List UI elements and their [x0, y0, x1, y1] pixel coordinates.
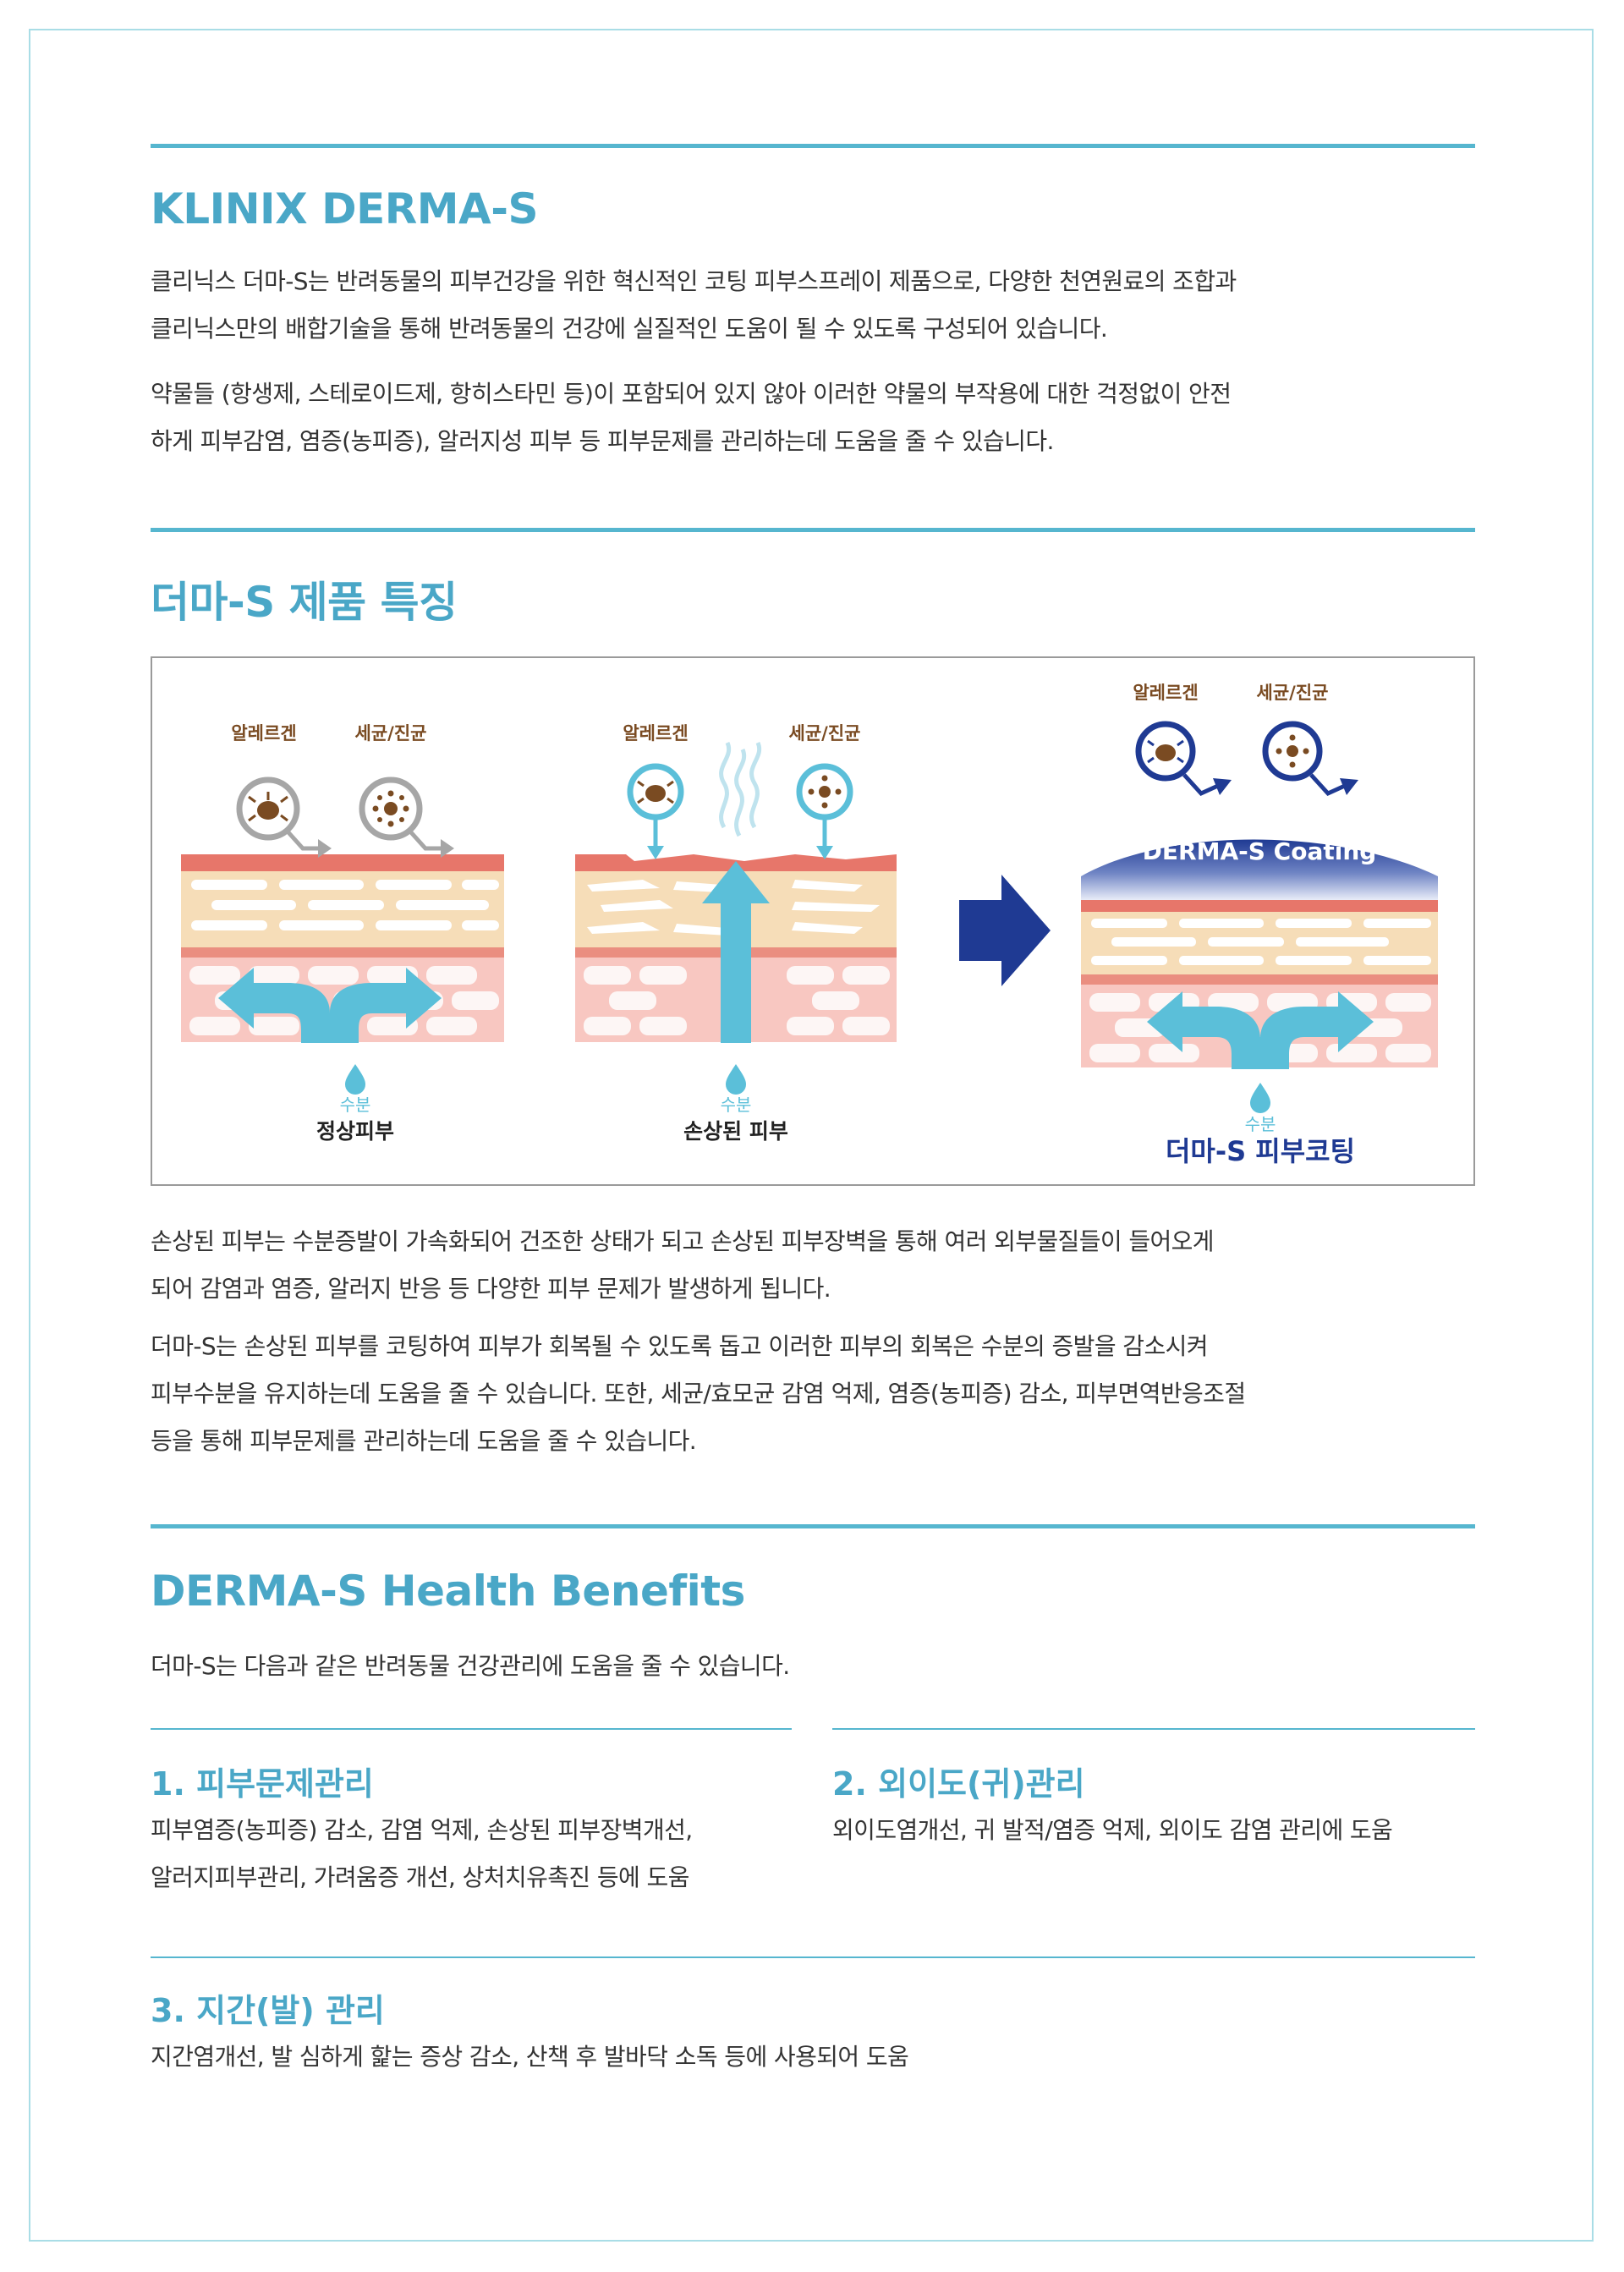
benefit-title: 2. 외이도(귀)관리	[832, 1765, 1085, 1803]
moisture-label: 수분	[721, 1095, 752, 1115]
panel-caption: 정상피부	[316, 1119, 394, 1144]
text-line: 약물들 (항생제, 스테로이드제, 항히스타민 등)이 포함되어 있지 않아 이…	[151, 380, 1232, 408]
skin-barrier-figure: 알레르겐 세균/진균 수분 정상피부	[151, 656, 1475, 1186]
benefits-intro: 더마-S는 다음과 같은 반려동물 건강관리에 도움을 줄 수 있습니다.	[151, 1652, 790, 1680]
bacteria-label: 세균/진균	[355, 723, 427, 744]
evaporation-arrow	[702, 861, 770, 1043]
water-drop-icon	[1250, 1083, 1270, 1113]
benefit-divider	[832, 1728, 1475, 1730]
benefit-divider	[151, 1956, 1475, 1958]
benefit-text: 외이도염개선, 귀 발적/염증 억제, 외이도 감염 관리에 도움	[832, 1816, 1393, 1844]
benefit-title: 1. 피부문제관리	[151, 1765, 374, 1803]
panel-caption: 손상된 피부	[683, 1119, 788, 1144]
derma-s-coating-layer	[1081, 839, 1438, 900]
text-line: 손상된 피부는 수분증발이 가속화되어 건조한 상태가 되고 손상된 피부장벽을…	[151, 1227, 1215, 1255]
panel-damaged-skin: 알레르겐 세균/진균 수분 손상된 피부	[575, 723, 897, 1144]
moisture-label: 수분	[1245, 1114, 1276, 1134]
text-line: 피부수분을 유지하는데 도움을 줄 수 있습니다. 또한, 세균/효모균 감염 …	[151, 1380, 1246, 1408]
coating-label: DERMA-S Coating	[1143, 837, 1377, 865]
section-title-klinix: KLINIX DERMA-S	[151, 184, 539, 233]
text-line: 클리닉스만의 배합기술을 통해 반려동물의 건강에 실질적인 도움이 될 수 있…	[151, 315, 1108, 343]
arrow-right-icon	[959, 875, 1051, 986]
panel-normal-skin: 알레르겐 세균/진균 수분 정상피부	[181, 723, 504, 1144]
panel-caption: 더마-S 피부코팅	[1166, 1135, 1355, 1167]
text-line: 더마-S는 손상된 피부를 코팅하여 피부가 회복될 수 있도록 돕고 이러한 …	[151, 1332, 1209, 1360]
skin-diagram: 알레르겐 세균/진균 수분 정상피부	[181, 683, 1438, 1167]
benefit-title: 3. 지간(발) 관리	[151, 1992, 385, 2029]
text-line: 등을 통해 피부문제를 관리하는데 도움을 줄 수 있습니다.	[151, 1427, 697, 1455]
benefit-text: 지간염개선, 발 심하게 핥는 증상 감소, 산책 후 발바닥 소독 등에 사용…	[151, 2043, 909, 2071]
allergen-label: 알레르겐	[1133, 683, 1198, 703]
moisture-label: 수분	[340, 1095, 371, 1115]
water-drop-icon	[726, 1064, 746, 1095]
text-line: 하게 피부감염, 염증(농피증), 알러지성 피부 등 피부문제를 관리하는데 …	[151, 427, 1054, 455]
section-title-features: 더마-S 제품 특징	[151, 578, 458, 627]
bacteria-label: 세균/진균	[789, 723, 861, 744]
benefit-divider	[151, 1728, 792, 1730]
allergen-label: 알레르겐	[623, 723, 688, 744]
section-divider	[151, 144, 1475, 148]
section-divider	[151, 1524, 1475, 1528]
panel-coated-skin: DERMA-S Coating	[1081, 683, 1438, 1167]
bacteria-label: 세균/진균	[1257, 683, 1329, 703]
benefit-text: 알러지피부관리, 가려움증 개선, 상처치유촉진 등에 도움	[151, 1863, 689, 1891]
section-divider	[151, 528, 1475, 532]
section-title-benefits: DERMA-S Health Benefits	[151, 1567, 745, 1616]
benefit-text: 피부염증(농피증) 감소, 감염 억제, 손상된 피부장벽개선,	[151, 1816, 693, 1844]
page-frame	[29, 29, 1594, 2242]
text-line: 되어 감염과 염증, 알러지 반응 등 다양한 피부 문제가 발생하게 됩니다.	[151, 1275, 831, 1303]
water-drop-icon	[345, 1064, 365, 1095]
text-line: 클리닉스 더마-S는 반려동물의 피부건강을 위한 혁신적인 코팅 피부스프레이…	[151, 267, 1237, 295]
allergen-label: 알레르겐	[231, 723, 296, 744]
